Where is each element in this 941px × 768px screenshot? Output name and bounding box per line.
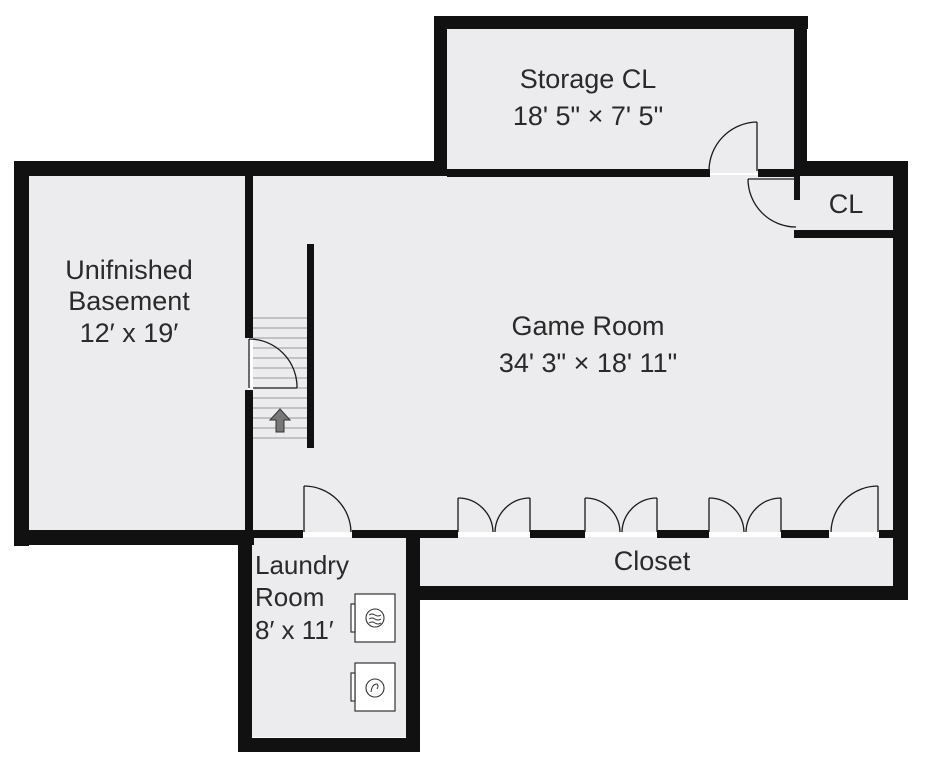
closet-door-2 xyxy=(584,497,658,533)
cl-name: CL xyxy=(829,189,864,219)
cl-door xyxy=(747,178,797,228)
closet-name: Closet xyxy=(614,546,691,576)
staircase xyxy=(248,317,307,439)
room-floors xyxy=(28,28,893,737)
washer-icon xyxy=(350,593,396,643)
game-room-dimensions: 34' 3" × 18' 11" xyxy=(499,348,677,378)
game-room-floor xyxy=(253,175,893,532)
basement-dimensions: 12′ x 19′ xyxy=(80,318,179,348)
doors xyxy=(303,121,879,533)
basement-line2: Basement xyxy=(68,286,190,316)
closet-door-4 xyxy=(830,485,879,533)
walls xyxy=(14,16,908,752)
game-room-name: Game Room xyxy=(511,311,664,341)
dryer-icon xyxy=(350,662,396,712)
storage-closet-dimensions: 18' 5" × 7' 5" xyxy=(513,101,663,131)
storage-closet-name: Storage CL xyxy=(520,64,657,94)
closet-floor xyxy=(413,537,893,587)
stairs-up-arrow-icon xyxy=(268,408,292,433)
storage-closet-floor xyxy=(446,28,794,173)
laundry-dimensions: 8′ x 11′ xyxy=(255,615,334,645)
laundry-line2: Room xyxy=(255,582,324,612)
basement-line1: Unifnished xyxy=(65,255,193,285)
closet-door-3 xyxy=(708,497,782,533)
laundry-line1: Laundry xyxy=(255,550,349,580)
basement-floor xyxy=(28,175,248,530)
room-labels: Storage CL 18' 5" × 7' 5" CL Unifnished … xyxy=(65,64,863,645)
closet-door-1 xyxy=(457,497,531,533)
storage-door xyxy=(708,121,758,172)
cl-floor xyxy=(800,175,892,237)
laundry-door xyxy=(303,485,352,533)
